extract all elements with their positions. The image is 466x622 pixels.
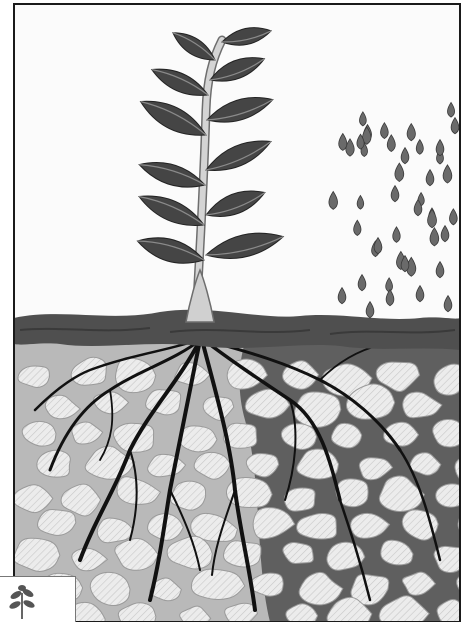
stone xyxy=(180,426,217,452)
stone xyxy=(433,419,466,447)
stone xyxy=(284,488,315,511)
plant-thumbnail-icon xyxy=(2,581,42,621)
thumbnail-inset xyxy=(0,576,76,622)
stone xyxy=(436,484,466,507)
